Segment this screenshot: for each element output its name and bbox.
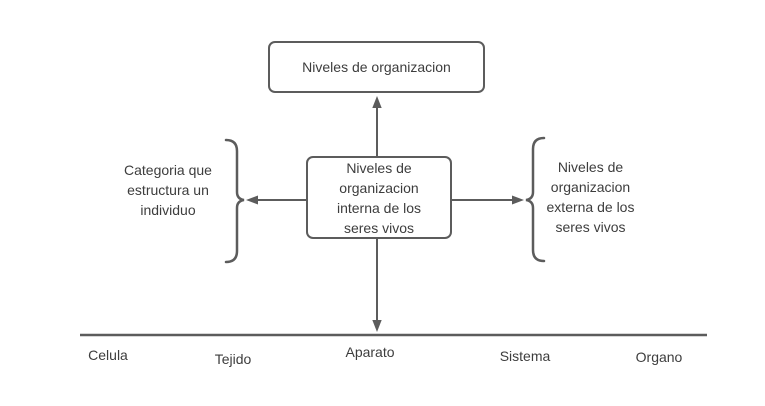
note-left: Categoria que estructura un individuo <box>124 162 212 218</box>
arrow-left-head <box>246 195 258 205</box>
arrow-down-head <box>372 320 382 332</box>
baseline-label-celula: Celula <box>88 347 128 363</box>
node-title-label: Niveles de organizacion <box>302 59 451 75</box>
baseline-label-sistema: Sistema <box>499 348 551 364</box>
baseline-label-aparato: Aparato <box>345 344 395 360</box>
baseline-label-tejido: Tejido <box>214 351 252 367</box>
node-center-label: Niveles de organizacion interna de los s… <box>336 159 422 236</box>
arrow-right-head <box>512 195 524 205</box>
note-right: Niveles de organizacion externa de los s… <box>546 159 635 235</box>
node-center: Niveles de organizacion interna de los s… <box>306 156 452 239</box>
right-brace <box>525 136 546 263</box>
baseline-label-organo: Organo <box>635 349 683 365</box>
left-brace <box>224 138 245 264</box>
arrow-up-head <box>372 96 382 108</box>
node-title: Niveles de organizacion <box>268 41 485 93</box>
